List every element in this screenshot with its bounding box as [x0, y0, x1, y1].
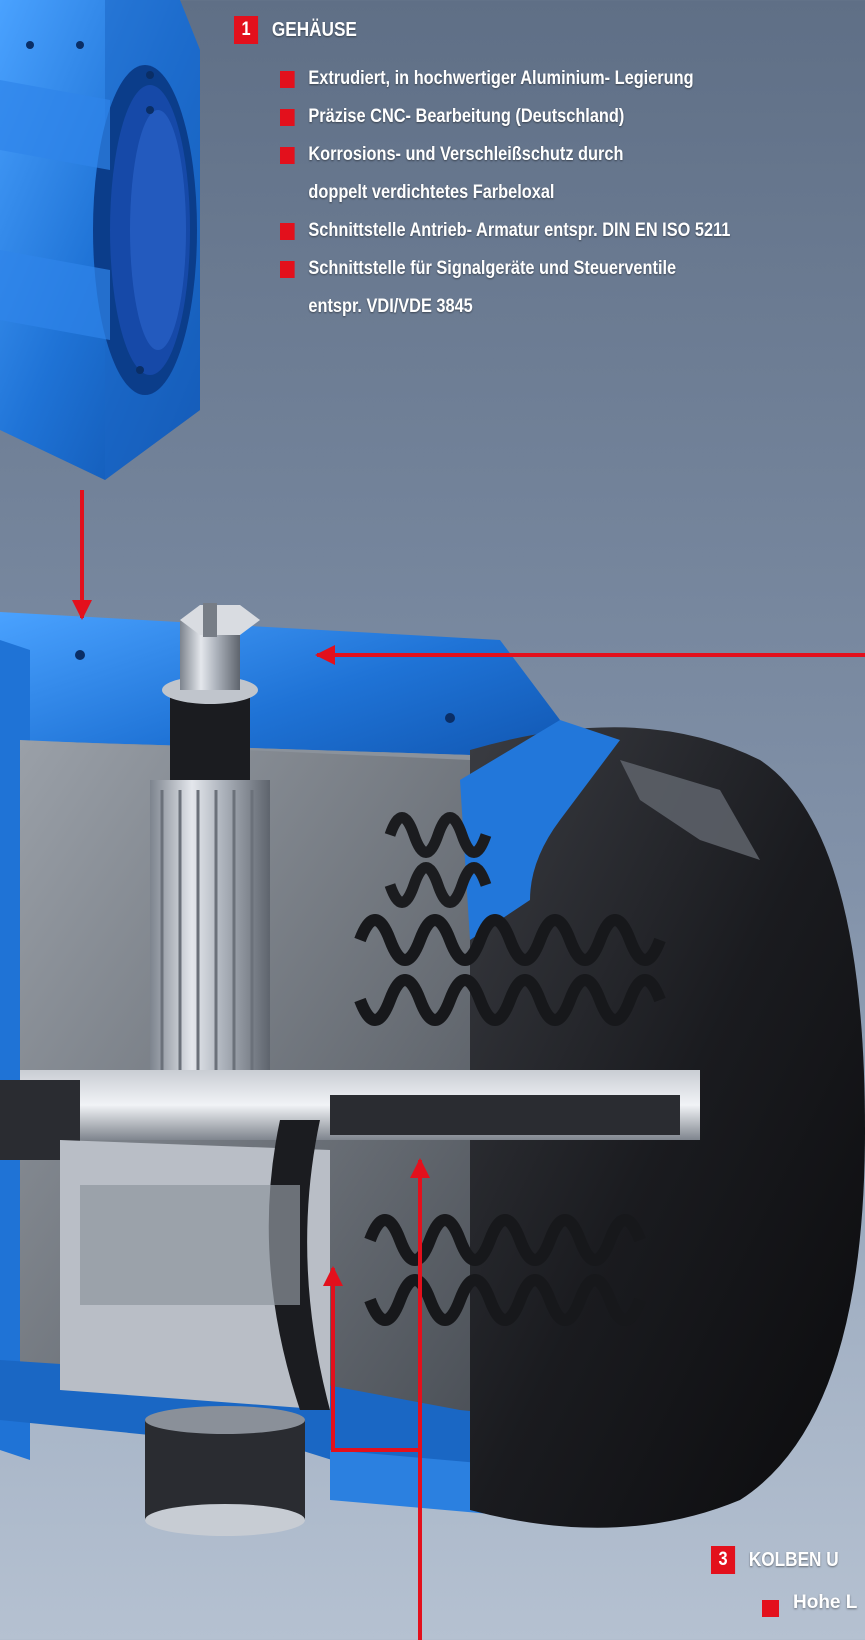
- section-1-title: GEHÄUSE: [271, 18, 357, 41]
- bullet-text-continued: entspr. VDI/VDE 3845: [308, 296, 473, 317]
- red-square-bullet-icon: [280, 71, 295, 88]
- section-3-number-badge: 3: [711, 1546, 736, 1574]
- bullet-text: Extrudiert, in hochwertiger Aluminium- L…: [308, 68, 694, 89]
- section-3-title: KOLBEN U: [748, 1548, 839, 1571]
- red-square-bullet-icon: [280, 109, 295, 126]
- actuator-body: [0, 603, 865, 1536]
- red-square-bullet-icon: [280, 261, 295, 278]
- bullet-item: Schnittstelle für Signalgeräte und Steue…: [280, 250, 865, 326]
- section-1-number-badge: 1: [234, 16, 259, 44]
- red-square-bullet-icon: [762, 1600, 779, 1617]
- spring-upper: [354, 914, 666, 1026]
- housing-part-exploded: [0, 0, 200, 480]
- spring-top: [384, 812, 492, 908]
- bullet-item: Extrudiert, in hochwertiger Aluminium- L…: [280, 60, 865, 98]
- bullet-text-continued: doppelt verdichtetes Farbeloxal: [308, 182, 555, 203]
- red-square-bullet-icon: [280, 223, 295, 240]
- bullet-item: Schnittstelle Antrieb- Armatur entspr. D…: [280, 212, 865, 250]
- callout-arrows: [72, 490, 865, 1640]
- section-1-bullet-list: Extrudiert, in hochwertiger Aluminium- L…: [280, 60, 865, 326]
- section-3-bullet-text: Hohe L: [793, 1592, 858, 1613]
- bullet-text: Korrosions- und Verschleißschutz durch: [308, 144, 624, 165]
- bullet-text: Schnittstelle Antrieb- Armatur entspr. D…: [308, 220, 731, 241]
- section-3-heading: 3 KOLBEN U: [711, 1546, 839, 1574]
- bullet-text: Präzise CNC- Bearbeitung (Deutschland): [308, 106, 625, 127]
- spring-lower: [364, 1214, 646, 1326]
- section-1-heading: 1 GEHÄUSE: [234, 16, 357, 44]
- red-square-bullet-icon: [280, 147, 295, 164]
- bullet-item: Korrosions- und Verschleißschutz durch d…: [280, 136, 865, 212]
- bullet-text: Schnittstelle für Signalgeräte und Steue…: [308, 258, 677, 279]
- bullet-item: Präzise CNC- Bearbeitung (Deutschland): [280, 98, 865, 136]
